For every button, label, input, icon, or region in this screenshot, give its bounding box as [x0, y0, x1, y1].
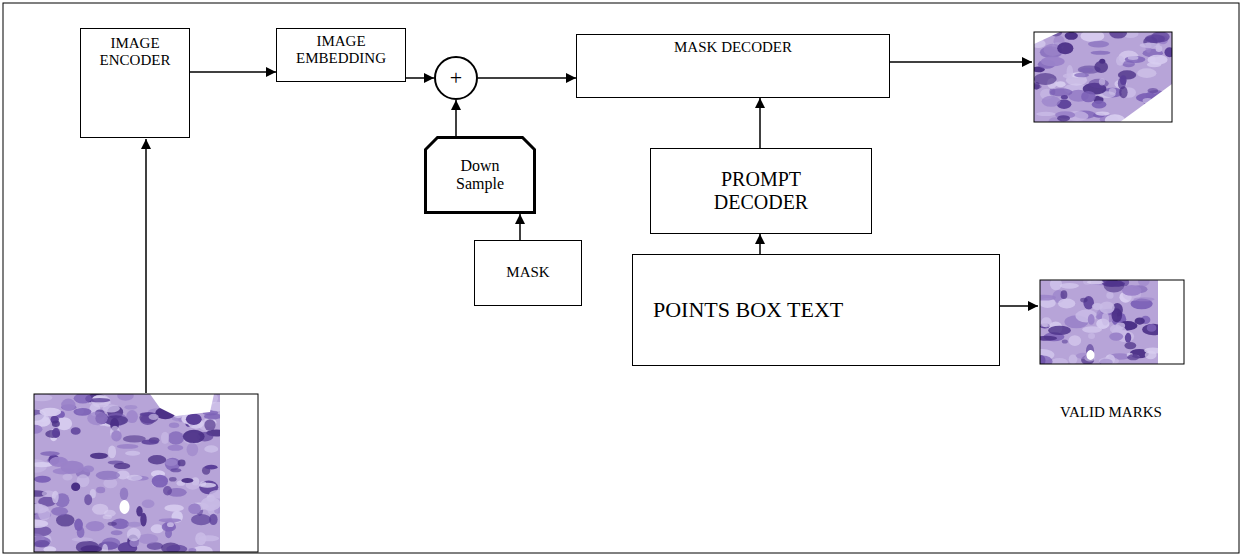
node-text: PROMPT DECODER: [696, 168, 826, 214]
node-text: IMAGE EMBEDDING: [281, 33, 401, 68]
input-tissue-image: [34, 394, 220, 552]
node-text: MASK DECODER: [674, 39, 792, 56]
downsample-box: Down Sample: [424, 136, 536, 214]
node-text: Down Sample: [449, 157, 511, 194]
decoder-box: MASK DECODER: [576, 34, 890, 98]
input-arrow: [145, 139, 147, 393]
output-image-frame: [1034, 32, 1172, 122]
flow-arrow: [759, 98, 761, 148]
flow-arrow: [478, 77, 576, 79]
node-text: POINTS BOX TEXT: [651, 297, 843, 322]
flow-arrow: [759, 234, 761, 254]
image-caption: VALID MARKS: [1060, 404, 1162, 421]
prompt-decoder-box: PROMPT DECODER: [650, 148, 872, 234]
valid-tissue-image: [1040, 280, 1158, 364]
valid-image-frame: [1040, 280, 1184, 364]
flow-arrow: [455, 100, 457, 136]
flow-arrow: [190, 71, 276, 73]
output-arrow: [890, 61, 1032, 63]
node-text: MASK: [506, 264, 549, 281]
node-text: +: [450, 65, 462, 90]
prompt-input-box: POINTS BOX TEXT: [632, 254, 1000, 366]
embedding-box: IMAGE EMBEDDING: [276, 28, 406, 82]
sum-circle: +: [434, 56, 478, 100]
outer-frame: [3, 3, 1239, 553]
mask-box: MASK: [474, 240, 582, 306]
flow-arrow: [519, 214, 521, 240]
encoder-box: IMAGE ENCODER: [80, 28, 190, 138]
output-tissue-image: [1034, 32, 1172, 122]
node-text: IMAGE ENCODER: [87, 35, 183, 70]
input-image-frame: [34, 394, 258, 552]
flow-arrow: [406, 77, 434, 79]
valid-arrow: [1000, 305, 1038, 307]
